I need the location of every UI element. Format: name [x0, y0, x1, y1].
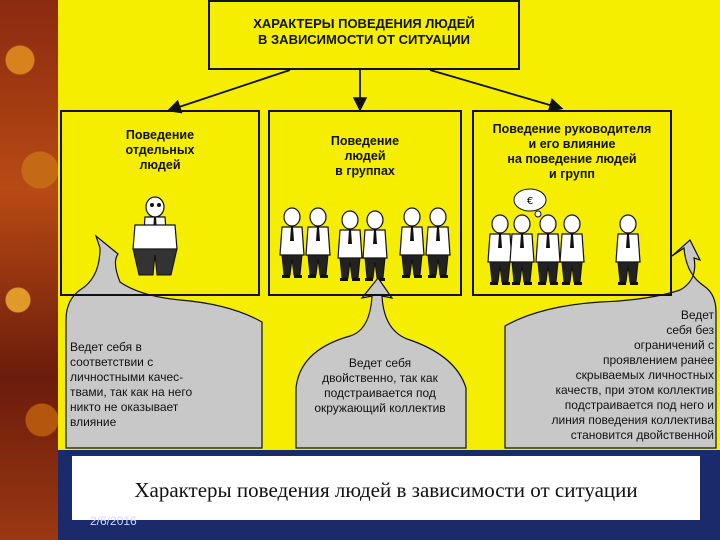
note-bubble-right-shape: [504, 239, 717, 449]
note-individual-text: Ведет себя в соответствии с личностными …: [70, 340, 193, 429]
panel-individual-behavior: [60, 110, 260, 296]
slide-caption: Характеры поведения людей в зависимости …: [134, 477, 638, 502]
slide-date: 2/6/2016: [90, 514, 137, 528]
thought-bubble: €: [513, 188, 547, 218]
note-bubble-center-shape: [295, 276, 467, 449]
individual-person-figure: [132, 196, 178, 276]
panel-individual-heading: Поведение отдельных людей: [125, 128, 195, 172]
diagram-graphics: €: [65, 69, 717, 449]
connector-arrow-right: [429, 69, 564, 112]
panel-leader-heading: Поведение руководителя и его влияние на …: [492, 122, 652, 181]
panel-leader-behavior: [472, 110, 672, 296]
note-leader-text: Ведет себя без ограничений с проявлением…: [551, 308, 715, 442]
diagram-title-box: ХАРАКТЕРЫ ПОВЕДЕНИЯ ЛЮДЕЙ В ЗАВИСИМОСТИ …: [208, 0, 520, 70]
diagram-title: ХАРАКТЕРЫ ПОВЕДЕНИЯ ЛЮДЕЙ В ЗАВИСИМОСТИ …: [253, 16, 475, 47]
panel-group-behavior: [268, 110, 462, 296]
caption-box: Характеры поведения людей в зависимости …: [72, 456, 700, 520]
connector-arrow-left: [166, 69, 291, 114]
panel-group-heading: Поведение людей в группах: [330, 134, 400, 178]
svg-text:€: €: [527, 196, 533, 207]
note-group-text: Ведет себя двойственно, так как подстраи…: [314, 356, 446, 415]
decorative-gear-strip: [0, 0, 60, 540]
note-bubble-left-shape: [65, 234, 263, 449]
